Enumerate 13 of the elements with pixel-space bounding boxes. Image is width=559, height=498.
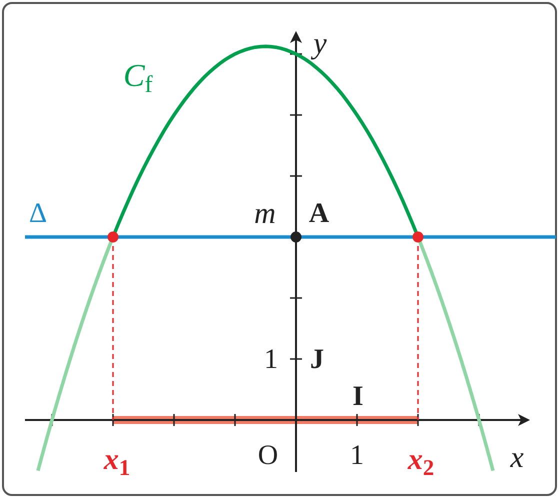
- origin-label: O: [258, 442, 278, 470]
- line-label: Δ: [29, 200, 47, 228]
- vector-label: J: [310, 346, 324, 374]
- root-label: x$_{1}$: [104, 445, 130, 475]
- tick-label: 1: [350, 442, 364, 470]
- interval-label: I: [352, 383, 364, 411]
- point-label: A: [308, 200, 330, 228]
- curve-label: C$_{f}$: [123, 59, 153, 91]
- axis-label: x: [510, 443, 524, 473]
- root-label: x$_{2}$: [408, 445, 434, 475]
- value-label: m: [254, 199, 276, 229]
- tick-label: 1: [264, 346, 278, 374]
- axis-label: y: [313, 29, 327, 59]
